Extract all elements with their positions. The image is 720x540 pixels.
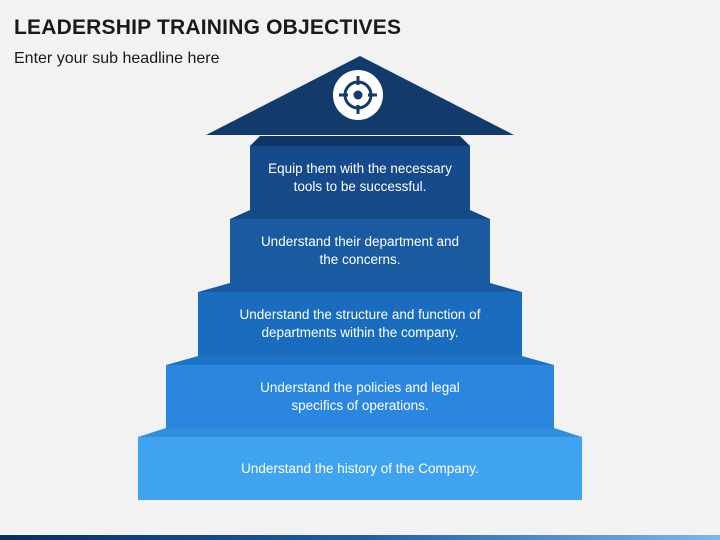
step-2-label: Understand their department and the conc… — [260, 234, 460, 267]
bottom-accent-bar — [0, 535, 720, 540]
page-subtitle: Enter your sub headline here — [14, 50, 220, 67]
step-4: Understand the policies and legal specif… — [166, 356, 554, 428]
target-icon — [339, 76, 377, 114]
step-1: Equip them with the necessary tools to b… — [250, 136, 470, 210]
page-title: LEADERSHIP TRAINING OBJECTIVES — [14, 16, 402, 39]
target-icon-badge — [333, 70, 383, 120]
step-5-label: Understand the history of the Company. — [241, 460, 479, 476]
step-4-label: Understand the policies and legal specif… — [260, 379, 460, 413]
step-3: Understand the structure and function of… — [198, 283, 522, 356]
step-3-label: Understand the structure and function of… — [239, 307, 481, 340]
step-2: Understand their department and the conc… — [230, 210, 490, 283]
step-5: Understand the history of the Company. — [138, 428, 582, 500]
step-1-label: Equip them with the necessary tools to b… — [268, 161, 452, 194]
